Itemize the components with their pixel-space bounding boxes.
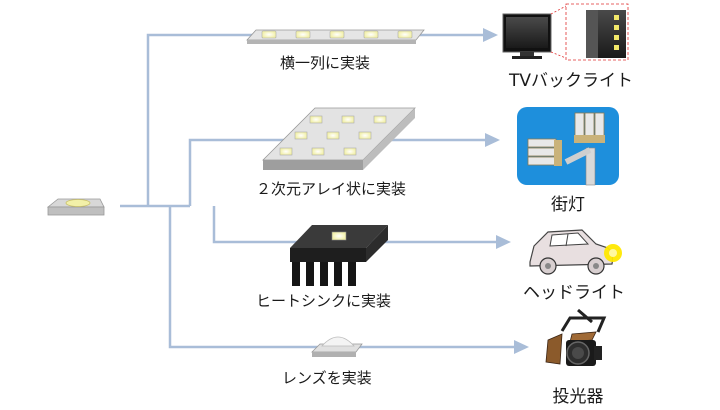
heatsink-led	[331, 231, 347, 241]
street-light-head-left	[527, 138, 557, 166]
arrow-head-heatsink	[496, 235, 511, 249]
label-tv-backlight: TVバックライト	[508, 71, 633, 91]
label-lens-mount: レンズを実装	[282, 369, 372, 387]
car-illustration	[529, 229, 622, 275]
lens-dome	[321, 336, 355, 347]
tv-backlight-led	[614, 15, 619, 50]
heatsink-fin	[292, 262, 356, 286]
branch-lens	[168, 206, 515, 349]
street-light-head-right	[574, 112, 605, 138]
array-led	[279, 115, 387, 156]
floodlight-illustration	[545, 308, 607, 366]
label-street-light: 街灯	[551, 195, 585, 215]
led-array-board	[262, 107, 416, 170]
label-heatsink-mount: ヒートシンクに実装	[256, 292, 392, 310]
label-floodlight: 投光器	[552, 387, 604, 407]
label-array-mount: ２次元アレイ状に実装	[256, 180, 407, 198]
arrow-head-lens	[514, 340, 529, 354]
led-strip-row	[246, 29, 425, 44]
arrow-heads	[483, 28, 529, 354]
lens-led	[311, 336, 363, 357]
label-row-mount: 横一列に実装	[280, 54, 371, 72]
street-light-illustration	[517, 107, 619, 186]
tv-illustration	[502, 3, 629, 61]
arrow-head-array	[485, 133, 500, 147]
strip-led	[261, 30, 413, 39]
led-chip-source	[46, 198, 105, 216]
street-light-pole	[585, 147, 596, 186]
arrow-head-row	[483, 28, 498, 42]
barn-door	[545, 333, 563, 365]
branch-heatsink	[212, 206, 497, 244]
label-headlight: ヘッドライト	[523, 283, 625, 303]
led-emitter	[65, 199, 91, 207]
heatsink	[290, 225, 388, 286]
floodlight-bracket	[560, 316, 607, 333]
